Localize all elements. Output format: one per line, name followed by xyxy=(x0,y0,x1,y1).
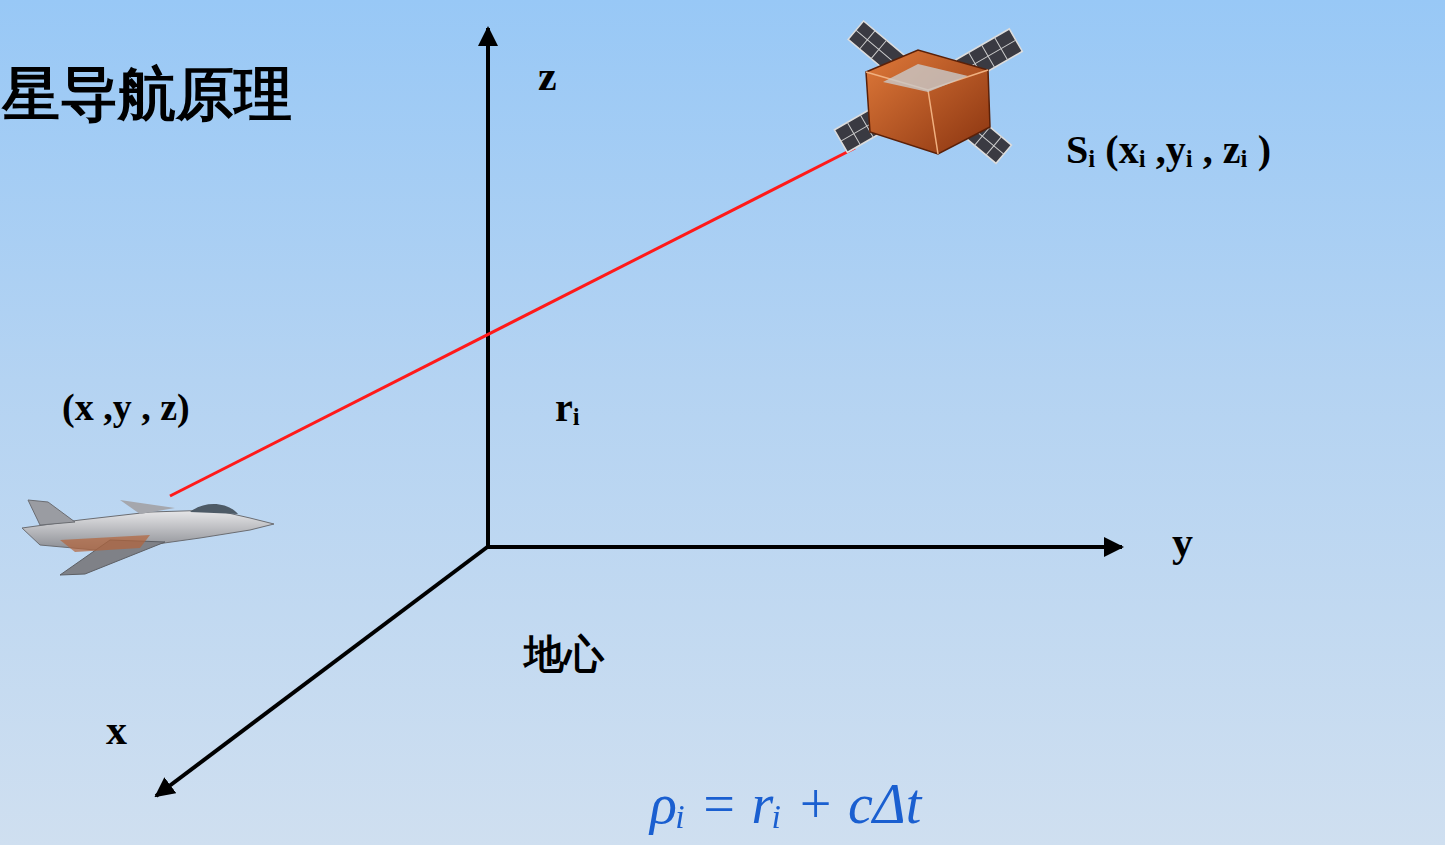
range-line xyxy=(170,148,855,496)
satellite-picture xyxy=(834,21,1022,163)
axis-name: y xyxy=(1172,519,1193,565)
origin-name: 地心 xyxy=(524,633,604,677)
pseudorange-formula: ρᵢ = rᵢ + cΔt xyxy=(650,774,921,836)
slide-title: 星导航原理 xyxy=(2,63,292,127)
axis-name: x xyxy=(106,707,127,753)
x-axis xyxy=(156,545,490,796)
airplane-picture xyxy=(22,500,274,575)
receiver-coordinates: (x ,y , z) xyxy=(62,387,190,429)
range-symbol: rᵢ xyxy=(555,386,580,430)
axes xyxy=(156,28,1122,796)
satellite-coordinates: Sᵢ (xᵢ ,yᵢ , zᵢ ) xyxy=(1066,128,1271,172)
z-axis xyxy=(486,28,490,547)
y-axis xyxy=(486,545,1122,549)
axis-name: z xyxy=(538,53,557,99)
